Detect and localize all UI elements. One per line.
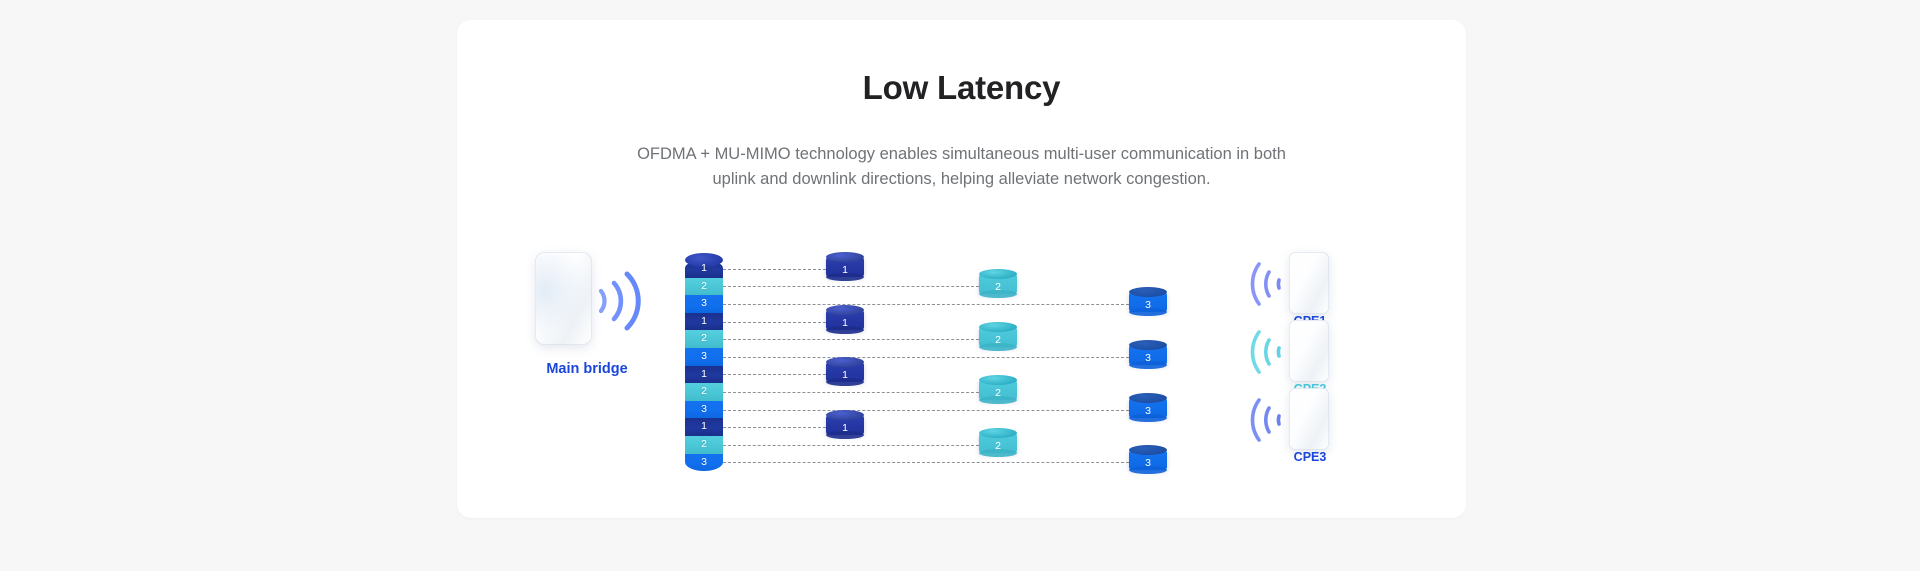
packet-token-label: 2 (995, 439, 1001, 452)
cpe-signal-waves-icon (1250, 330, 1281, 374)
connector-line (723, 356, 1129, 358)
connector-line (723, 321, 826, 323)
page-subtitle: OFDMA + MU-MIMO technology enables simul… (637, 145, 1286, 188)
packet-token: 3 (1129, 339, 1167, 369)
connector-line (723, 286, 979, 288)
stack-segment-label: 1 (701, 262, 707, 274)
connector-line (723, 304, 1129, 305)
stack-segment: 3 (685, 453, 723, 472)
cpe-signal-waves-icon (1250, 398, 1281, 442)
stack-segment: 2 (685, 277, 723, 296)
stack-segment: 1 (685, 365, 723, 384)
packet-token: 2 (979, 322, 1017, 352)
packet-token: 2 (979, 427, 1017, 457)
connector-line (723, 427, 826, 429)
stack-segment-label: 2 (701, 437, 707, 450)
connector-line (723, 409, 1129, 411)
connector-line (723, 392, 979, 393)
packet-token: 3 (1129, 445, 1167, 475)
packet-token: 1 (826, 357, 864, 387)
cpe-signal-waves-icon (1250, 262, 1281, 306)
stack-segment: 1 (685, 418, 723, 436)
packet-token: 3 (1129, 392, 1167, 422)
packet-token-label: 1 (842, 369, 848, 382)
packet-token-label: 1 (842, 263, 848, 276)
cpe-node: CPE1 (1247, 252, 1367, 328)
main-bridge-device-icon (535, 252, 592, 345)
packet-token-label: 1 (842, 422, 848, 435)
stack-segment-label: 3 (701, 402, 707, 415)
connector-line (723, 462, 1129, 464)
stack-segment: 1 (685, 253, 723, 278)
cpe-device-icon (1289, 252, 1329, 314)
cpe-label: CPE3 (1293, 450, 1327, 464)
stack-segment: 2 (685, 383, 723, 401)
packet-token-label: 3 (1145, 351, 1151, 364)
stack-segment-label: 1 (701, 367, 707, 380)
connector-line (723, 268, 826, 270)
main-bridge-signal-waves-icon (598, 271, 641, 331)
stack-segment: 1 (685, 312, 723, 331)
stack-segment: 2 (685, 330, 723, 348)
stack-segment-label: 1 (701, 420, 707, 433)
connector-line (723, 374, 826, 376)
cpe-node: CPE2 (1247, 320, 1367, 396)
cpe-node: CPE3 (1247, 388, 1367, 464)
connector-line (723, 339, 979, 341)
stack-segment-label: 2 (701, 385, 707, 398)
stack-segment-label: 2 (701, 332, 707, 345)
stack-segment-label: 2 (701, 279, 707, 292)
main-bridge-node: Main bridge (535, 242, 695, 402)
low-latency-card: Low Latency OFDMA + MU-MIMO technology e… (457, 20, 1466, 518)
packet-token: 1 (826, 410, 864, 440)
packet-token-label: 2 (995, 334, 1001, 347)
stack-segment-label: 1 (701, 314, 707, 327)
packet-token: 2 (979, 375, 1017, 404)
stack-segment-label: 3 (701, 455, 707, 468)
packet-token: 2 (979, 269, 1017, 299)
stream-stack: 1 2 3 1 2 3 1 2 3 1 2 3 (685, 253, 723, 472)
packet-token-label: 3 (1145, 457, 1151, 470)
packet-token: 1 (826, 251, 864, 281)
packet-token-label: 3 (1145, 404, 1151, 417)
packet-token: 3 (1129, 287, 1167, 316)
connector-line (723, 444, 979, 446)
stack-segment: 3 (685, 347, 723, 366)
packet-token-label: 2 (995, 281, 1001, 294)
packet-token-label: 1 (842, 316, 848, 329)
stack-segment: 2 (685, 435, 723, 454)
cpe-device-icon (1289, 320, 1329, 382)
page-title: Low Latency (862, 69, 1061, 106)
network-diagram: Main bridge 1 2 3 1 2 3 1 2 3 1 2 3 1 2 3 1 2 3 1 2 3 1 2 3 CP… (457, 20, 1466, 518)
packet-token-label: 2 (995, 387, 1001, 399)
stack-segment-label: 3 (701, 297, 707, 310)
cpe-device-icon (1289, 388, 1329, 450)
stack-segment: 3 (685, 400, 723, 419)
packet-token: 1 (826, 304, 864, 334)
packet-token-label: 3 (1145, 299, 1151, 311)
stack-segment: 3 (685, 295, 723, 313)
main-bridge-label: Main bridge (546, 361, 628, 377)
stack-segment-label: 3 (701, 349, 707, 362)
